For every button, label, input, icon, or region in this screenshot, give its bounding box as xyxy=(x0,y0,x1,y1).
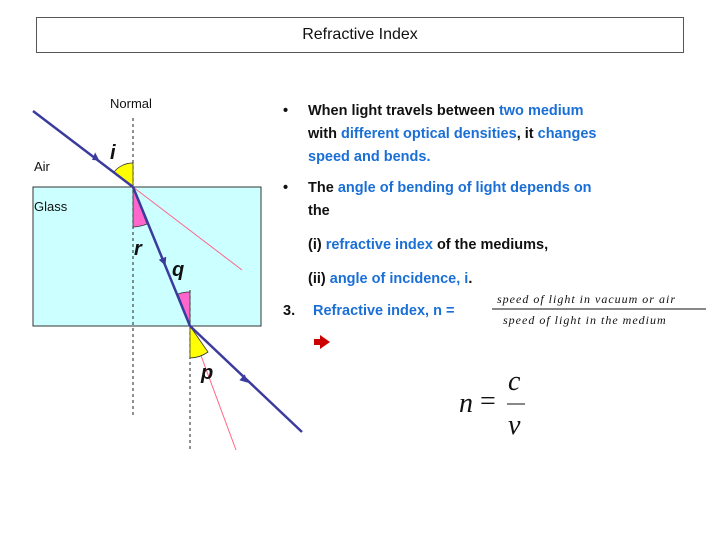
undeviated-path-line xyxy=(132,186,243,271)
highlight-span: changes xyxy=(537,126,597,142)
bullet-2-line-2: the xyxy=(308,203,330,219)
text-span: When light travels between xyxy=(308,103,499,119)
air-label: Air xyxy=(34,159,50,174)
glass-block xyxy=(32,186,262,327)
glass-label: Glass xyxy=(34,199,68,214)
equation-v: v xyxy=(508,410,521,441)
bullet-1-line-1: When light travels between two medium xyxy=(308,100,584,122)
equation-c: c xyxy=(508,366,521,397)
ray-arrow-2 xyxy=(158,256,167,266)
bullet-2-line-1: The angle of bending of light depends on xyxy=(308,177,592,199)
text-span: of the mediums, xyxy=(432,237,549,253)
angle-p-label: p xyxy=(201,362,214,384)
angle-i-label: i xyxy=(110,142,116,164)
item-3-number: 3. xyxy=(283,303,296,319)
page-title: Refractive Index xyxy=(302,26,418,43)
bullet-1-line-3: speed and bends. xyxy=(308,149,431,165)
sub-item-i: (i) refractive index of the mediums, xyxy=(308,234,548,256)
normal-label: Normal xyxy=(110,96,152,111)
equation-equals: = xyxy=(480,386,496,417)
equation-n: n xyxy=(459,388,473,419)
formula-numerator: speed of light in vacuum or air xyxy=(497,292,676,306)
refracted-ray xyxy=(131,186,192,327)
text-span: The xyxy=(308,180,338,196)
sub-item-ii: (ii) angle of incidence, i. xyxy=(308,268,472,290)
highlight-span: different optical densities xyxy=(341,126,517,142)
text-span: with xyxy=(308,126,342,142)
title-box: Refractive Index xyxy=(36,17,684,53)
text-span: , it xyxy=(516,126,538,142)
highlight-span: two medium xyxy=(498,103,584,119)
bullet-1-line-2: with different optical densities, it cha… xyxy=(308,123,596,145)
angle-r-label: r xyxy=(134,238,142,260)
bullet-1-glyph: • xyxy=(283,103,289,119)
highlight-span: angle of incidence, i xyxy=(329,271,469,287)
incident-ray xyxy=(32,110,134,188)
ray-arrow-1 xyxy=(92,152,100,161)
ray-arrow-3 xyxy=(239,374,248,383)
item-3-text: Refractive index, n = xyxy=(313,303,455,319)
bullet-2-glyph: • xyxy=(283,180,289,196)
angle-p-sector xyxy=(189,324,209,359)
text-span: . xyxy=(468,271,473,287)
formula-denominator: speed of light in the medium xyxy=(503,313,667,327)
arrow-right-icon xyxy=(314,335,330,349)
highlight-span: angle of bending of light depends on xyxy=(337,180,592,196)
highlight-span: refractive index xyxy=(325,237,433,253)
angle-q-label: q xyxy=(172,259,185,281)
text-span: (i) xyxy=(308,237,326,253)
text-span: (ii) xyxy=(308,271,330,287)
